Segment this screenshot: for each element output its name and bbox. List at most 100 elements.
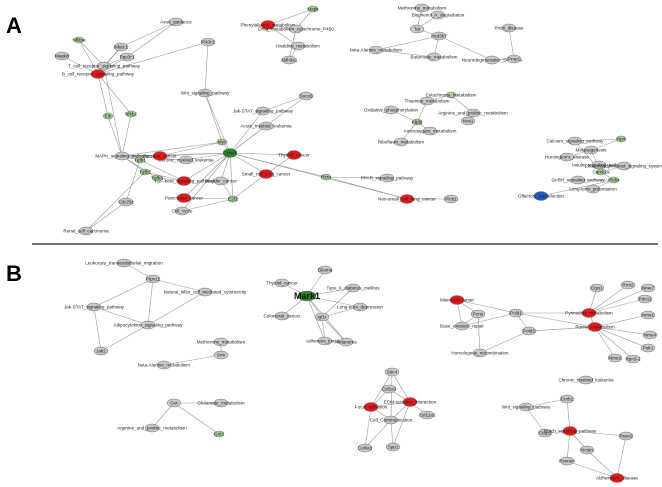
node-cytochrome-metabolism: Cytochrome_Metabolism [426, 91, 477, 99]
network-edge [93, 306, 149, 326]
network-edge [588, 287, 649, 314]
pathway-node-shape [409, 24, 425, 34]
node-label: Wnt_signaling_pathway [502, 405, 551, 410]
node-psen2: Psen2 [618, 431, 634, 441]
gene-node-shape [227, 195, 239, 203]
node-arginine-and-proline-metabolism: Arginine_and_proline_metabolism [117, 423, 187, 433]
pathway-node-shape [585, 184, 601, 194]
network-edge [477, 313, 481, 354]
pathway-node-shape [521, 326, 537, 336]
pathway-node-shape [197, 88, 213, 98]
node-label: Pold1 [510, 311, 522, 316]
pathway-node-shape [501, 23, 517, 33]
network-edge [97, 73, 109, 117]
gene-node-shape [411, 118, 423, 126]
network-edge [375, 35, 440, 51]
hub-node-shape [297, 290, 317, 302]
node-label: Phosphatidylinositol_signaling_system [585, 164, 662, 169]
disease-node-shape [90, 69, 106, 79]
node-label: Arginine_and_proline_metabolism [117, 426, 187, 431]
disease-node-shape [399, 194, 415, 204]
pathway-node-shape [616, 161, 632, 171]
node-label: Pik3r2 [201, 40, 214, 45]
node-pyrimidine-metabolism: Pyrimidine_metabolism [565, 308, 613, 318]
node-type-ii-diabetes-mellitus: Type_II_diabetes_mellitus [326, 283, 380, 293]
network-edge [594, 326, 616, 359]
network-edge [121, 155, 158, 179]
node-label: Aminosugars_metabolism [404, 129, 457, 134]
pathway-node-shape [93, 346, 109, 356]
pathway-node-shape [640, 310, 656, 320]
network-edge [364, 406, 372, 449]
network-edge [229, 152, 295, 156]
node-mapk: Mapk [307, 5, 319, 13]
node-label: Got2 [214, 432, 224, 437]
network-edge [364, 419, 392, 449]
network-edge [588, 284, 629, 314]
node-prnp1: Prnp1 [506, 54, 522, 64]
network-edge [229, 152, 267, 175]
node-label: Arginine_and_proline_metabolism [438, 111, 508, 116]
pathway-node-shape [255, 106, 271, 116]
pathway-node-shape [637, 294, 653, 304]
network-edge [594, 314, 649, 328]
pathway-node-shape [559, 456, 575, 466]
node-label: Pcna [473, 312, 484, 317]
network-edge [220, 152, 231, 182]
node-label: Axon_guidance [160, 20, 192, 25]
node-nme4: Nme4 [642, 330, 658, 340]
network-edge [185, 152, 231, 161]
node-olfactory-transduction: Olfactory_transduction [518, 191, 564, 201]
pathway-node-shape [352, 302, 368, 312]
network-edge [569, 430, 627, 437]
node-methionine-metabolism: Methionine_metabolism [398, 3, 446, 13]
network-edge [232, 173, 267, 200]
node-label: Hprt [617, 137, 626, 142]
node-ncstn: Ncstn [579, 445, 595, 455]
node-label: E2f1 [228, 197, 238, 202]
disease-node-shape [562, 426, 578, 436]
network-edge [456, 299, 517, 314]
pathway-node-shape [508, 308, 524, 318]
node-label: Colorectal_cancer [263, 314, 300, 319]
node-pcna: Pcna [470, 309, 486, 319]
node-label: Riboflavin_metabolism [378, 140, 424, 145]
node-socs5: Socs5 [298, 91, 314, 101]
node-col1a1: Col1a1 [382, 384, 397, 394]
node-t-cell-receptor-signaling-pathway: T_cell_receptor_signaling_pathway [68, 61, 141, 71]
network-edge [616, 435, 627, 479]
node-tgf-beta-signaling-pathway: TGF-beta_signaling_pathway [154, 176, 215, 186]
network-edge [147, 278, 154, 326]
node-label: B_cell_receptor_signaling_pathway [62, 72, 135, 77]
node-label: Col1a1 [382, 387, 397, 392]
disease-node-shape [176, 176, 192, 186]
node-pold1: Pold1 [508, 308, 524, 318]
pathway-node-shape [281, 55, 297, 65]
network-edge [540, 179, 615, 197]
network-edge [152, 278, 206, 293]
node-mapk-signaling-pathway: MAPK_signaling_pathway [95, 151, 149, 161]
node-label: Igf1r [317, 315, 327, 320]
pathway-node-shape [393, 137, 409, 147]
node-label: Mismatch_repair [440, 298, 474, 303]
node-label: T_cell_receptor_signaling_pathway [68, 64, 141, 69]
node-label: Tgfb3 [151, 176, 163, 181]
network-edge [267, 8, 314, 26]
disease-node-shape [449, 295, 465, 305]
pathway-node-shape [385, 442, 401, 452]
pathway-node-shape [383, 105, 399, 115]
node-gnrh-signaling-pathway: GnRH_signaling_pathway [551, 175, 605, 185]
node-label: Notch_signaling_pathway [544, 429, 597, 434]
node-methionine-metabolism: Methionine_metabolism [197, 337, 245, 347]
network-edge [204, 92, 223, 143]
network-edge [183, 152, 231, 199]
node-label: Drug_metabolism_cytochrome_P450 [258, 27, 334, 32]
node-beta-alanine-metabolism: beta-Alanine_metabolism [350, 45, 402, 55]
node-notch-signaling-pathway: Notch_signaling_pathway [544, 426, 597, 436]
node-label: Chronic_myeloid_leukemia [158, 158, 214, 163]
network-edge [566, 430, 571, 462]
network-edge [121, 141, 223, 157]
network-edge [97, 41, 209, 75]
node-histidine-metabolism: Histidine_metabolism [276, 41, 320, 51]
node-label: Thyroid_cancer [266, 281, 298, 286]
